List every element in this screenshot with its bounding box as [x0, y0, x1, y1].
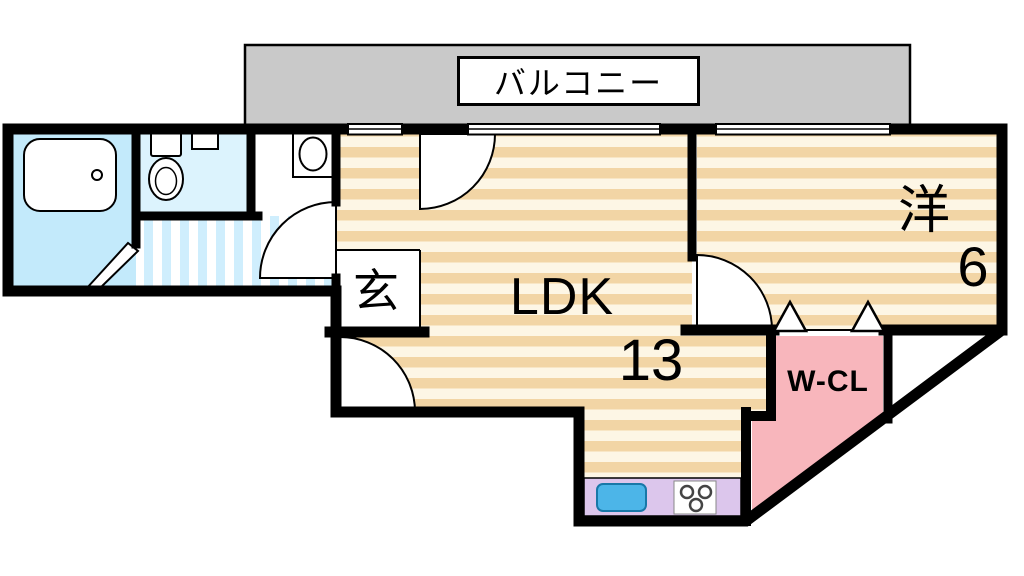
stove-burner-icon	[673, 480, 717, 515]
closet-folding-door-icon	[849, 299, 887, 333]
washbasin-icon	[292, 130, 335, 178]
ldk-size-label: 13	[618, 328, 684, 393]
washroom-door-swing-icon	[258, 200, 337, 279]
entrance-door-swing-icon	[339, 335, 417, 413]
ldk-door-swing-icon	[419, 133, 497, 211]
closet-folding-door-icon	[771, 299, 809, 333]
toilet-icon	[148, 131, 184, 201]
genkan-label: 玄	[353, 265, 399, 317]
inner-walls	[131, 124, 1008, 526]
ldk-label: LDK	[509, 268, 615, 326]
bathtub-icon	[23, 138, 117, 212]
window-icon-hall	[347, 123, 403, 136]
western-room-label: 洋	[897, 182, 951, 240]
western-room-door-swing-icon	[696, 253, 774, 331]
genkan-floor	[336, 250, 420, 330]
window-icon-western	[715, 123, 891, 136]
kitchen-sink-icon	[596, 483, 647, 512]
balcony-label: バルコニー	[493, 65, 664, 101]
walk-in-closet-label: W-CL	[787, 365, 869, 398]
balcony-label-box: バルコニー	[457, 56, 700, 106]
window-icon-ldk	[467, 123, 661, 136]
closet-floor	[752, 336, 883, 512]
western-room-size-label: 6	[957, 235, 989, 298]
outer-walls	[2, 123, 1008, 527]
